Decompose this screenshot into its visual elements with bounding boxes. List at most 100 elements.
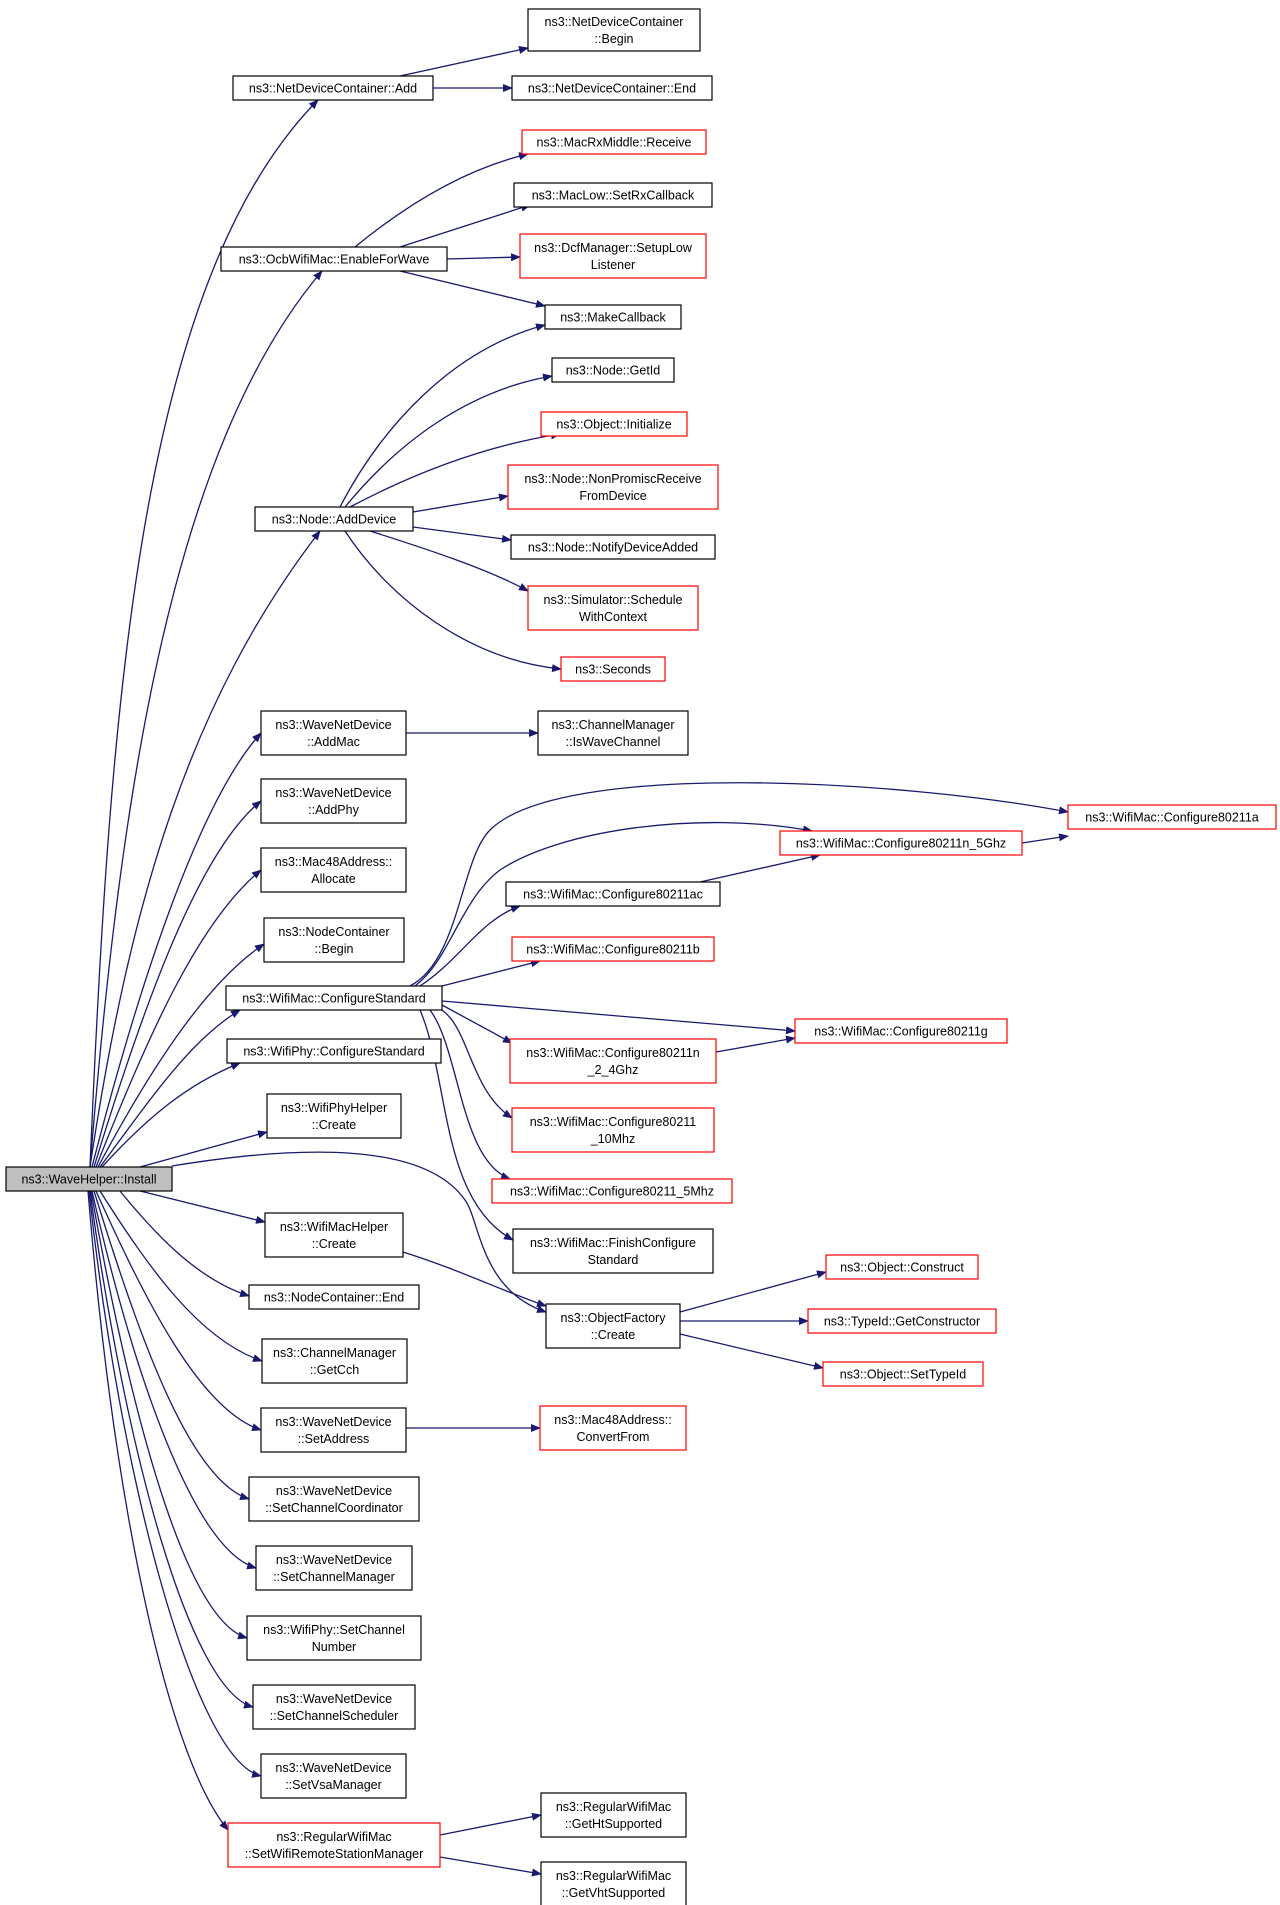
node-rwm_setwrsm[interactable]: ns3::RegularWifiMac::SetWifiRemoteStatio… (227, 1822, 441, 1868)
edge-install-to-wp_configstd (101, 1062, 241, 1168)
edge-node_adddevice-to-node_notify (412, 526, 512, 543)
node-ndc_end[interactable]: ns3::NetDeviceContainer::End (511, 75, 713, 101)
node-label: ns3::TypeId::GetConstructor (824, 1315, 980, 1329)
node-label: ns3::WaveNetDevice (275, 718, 391, 732)
edge-install-to-ndc_add (89, 99, 319, 1168)
node-box (5, 1166, 173, 1192)
node-typeid_getctor[interactable]: ns3::TypeId::GetConstructor (807, 1308, 997, 1334)
node-wm_80211b[interactable]: ns3::WifiMac::Configure80211b (511, 936, 715, 962)
node-wm_80211ac[interactable]: ns3::WifiMac::Configure80211ac (505, 881, 721, 907)
node-label: ns3::MakeCallback (560, 311, 666, 325)
node-wnd_setaddr[interactable]: ns3::WaveNetDevice::SetAddress (260, 1407, 407, 1453)
node-mac48_convert[interactable]: ns3::Mac48Address::ConvertFrom (539, 1405, 687, 1451)
node-chm_getcch[interactable]: ns3::ChannelManager::GetCch (261, 1338, 408, 1384)
node-wm_80211_5[interactable]: ns3::WifiMac::Configure80211_5Mhz (491, 1178, 733, 1204)
node-label: ns3::WifiMac::Configure80211 (530, 1115, 697, 1129)
node-wnd_setchmgr[interactable]: ns3::WaveNetDevice::SetChannelManager (255, 1545, 413, 1591)
node-box (540, 1792, 687, 1838)
node-box (519, 233, 707, 279)
node-label: ns3::WifiMac::ConfigureStandard (242, 992, 425, 1006)
node-wm_80211g[interactable]: ns3::WifiMac::Configure80211g (794, 1018, 1008, 1044)
node-wnd_setvsa[interactable]: ns3::WaveNetDevice::SetVsaManager (260, 1753, 407, 1799)
node-label: ns3::WifiPhy::SetChannel (263, 1623, 405, 1637)
edge-node_adddevice-to-sim_schedule (369, 530, 529, 592)
node-label: ns3::NodeContainer (278, 925, 389, 939)
node-label: ns3::WifiMacHelper (280, 1220, 388, 1234)
node-label: ns3::WifiMac::Configure80211n_5Ghz (796, 837, 1006, 851)
node-seconds[interactable]: ns3::Seconds (560, 656, 666, 682)
edge-install-to-wnd_setaddr (95, 1190, 262, 1431)
node-wmh_create[interactable]: ns3::WifiMacHelper::Create (264, 1212, 404, 1258)
edge-install-to-rwm_setwrsm (87, 1190, 229, 1831)
node-of_create[interactable]: ns3::ObjectFactory::Create (545, 1303, 681, 1349)
edge-wm_configstd-to-wm_80211g (441, 1000, 796, 1035)
node-install[interactable]: ns3::WaveHelper::Install (5, 1166, 173, 1192)
edge-node_adddevice-to-node_getid (344, 373, 553, 508)
node-make_callback[interactable]: ns3::MakeCallback (544, 304, 682, 330)
node-box (260, 778, 407, 824)
edge-wm_configstd-to-wm_80211n24 (441, 1004, 513, 1044)
node-object_init[interactable]: ns3::Object::Initialize (540, 411, 688, 437)
node-rwm_getvht[interactable]: ns3::RegularWifiMac::GetVhtSupported (540, 1861, 687, 1905)
node-wph_create[interactable]: ns3::WifiPhyHelper::Create (266, 1093, 402, 1139)
node-mac48_alloc[interactable]: ns3::Mac48Address::Allocate (260, 847, 407, 893)
node-nc_end[interactable]: ns3::NodeContainer::End (248, 1284, 420, 1310)
node-node_notify[interactable]: ns3::Node::NotifyDeviceAdded (510, 534, 716, 560)
node-wm_80211n24[interactable]: ns3::WifiMac::Configure80211n_2_4Ghz (509, 1038, 717, 1084)
node-label: ns3::WaveNetDevice (275, 1761, 391, 1775)
node-wnd_addphy[interactable]: ns3::WaveNetDevice::AddPhy (260, 778, 407, 824)
edge-install-to-wph_create (139, 1130, 268, 1168)
node-label: ns3::OcbWifiMac::EnableForWave (239, 253, 430, 267)
node-wnd_setchcoord[interactable]: ns3::WaveNetDevice::SetChannelCoordinato… (248, 1476, 420, 1522)
node-wm_80211_10[interactable]: ns3::WifiMac::Configure80211_10Mhz (511, 1107, 715, 1153)
node-rwm_getht[interactable]: ns3::RegularWifiMac::GetHtSupported (540, 1792, 687, 1838)
node-box (510, 534, 716, 560)
edge-wm_configstd-to-wm_80211_10 (441, 1009, 513, 1119)
edge-install-to-node_adddevice (89, 530, 321, 1168)
node-maclow_setrx[interactable]: ns3::MacLow::SetRxCallback (513, 182, 713, 208)
node-wm_80211n5[interactable]: ns3::WifiMac::Configure80211n_5Ghz (779, 830, 1023, 856)
node-label: ns3::Object::Initialize (556, 418, 671, 432)
node-node_adddevice[interactable]: ns3::Node::AddDevice (254, 506, 414, 532)
node-wm_80211a[interactable]: ns3::WifiMac::Configure80211a (1067, 804, 1277, 830)
node-label: ns3::Mac48Address:: (554, 1413, 671, 1427)
edge-node_adddevice-to-make_callback (339, 323, 546, 508)
edge-node_adddevice-to-seconds (344, 530, 562, 673)
node-box (537, 710, 689, 756)
node-label: ns3::WifiMac::Configure80211_5Mhz (510, 1185, 714, 1199)
node-obj_construct[interactable]: ns3::Object::Construct (825, 1254, 979, 1280)
node-box (545, 1303, 681, 1349)
node-chm_iswave[interactable]: ns3::ChannelManager::IsWaveChannel (537, 710, 689, 756)
node-ocb_enable[interactable]: ns3::OcbWifiMac::EnableForWave (220, 246, 448, 272)
node-wm_configstd[interactable]: ns3::WifiMac::ConfigureStandard (225, 985, 443, 1011)
node-label: ::IsWaveChannel (566, 735, 661, 749)
node-node_getid[interactable]: ns3::Node::GetId (551, 357, 675, 383)
node-label: ns3::WifiMac::Configure80211g (814, 1025, 988, 1039)
node-macrx_receive[interactable]: ns3::MacRxMiddle::Receive (521, 129, 707, 155)
node-label: ns3::WifiMac::Configure80211n (526, 1046, 700, 1060)
node-ndc_begin[interactable]: ns3::NetDeviceContainer::Begin (527, 8, 701, 52)
node-box (551, 357, 675, 383)
edge-rwm_setwrsm-to-rwm_getht (439, 1812, 542, 1836)
node-box (511, 1107, 715, 1153)
node-label: ::Begin (315, 942, 354, 956)
node-label: ::SetAddress (298, 1432, 370, 1446)
node-label: ns3::WaveNetDevice (276, 1553, 392, 1567)
node-wnd_addmac[interactable]: ns3::WaveNetDevice::AddMac (260, 710, 407, 756)
node-label: ns3::NetDeviceContainer::Add (249, 82, 417, 96)
node-ndc_add[interactable]: ns3::NetDeviceContainer::Add (232, 75, 434, 101)
node-box (540, 1861, 687, 1905)
edge-wm_configstd-to-wm_80211b (441, 959, 541, 987)
node-wp_configstd[interactable]: ns3::WifiPhy::ConfigureStandard (226, 1038, 442, 1064)
node-wnd_setchsched[interactable]: ns3::WaveNetDevice::SetChannelScheduler (252, 1684, 416, 1730)
node-obj_settypeid[interactable]: ns3::Object::SetTypeId (822, 1361, 984, 1387)
node-label: ns3::RegularWifiMac (556, 1869, 671, 1883)
node-label: _10Mhz (590, 1132, 635, 1146)
node-label: ns3::WaveNetDevice (275, 786, 391, 800)
node-nc_begin[interactable]: ns3::NodeContainer::Begin (263, 917, 405, 963)
